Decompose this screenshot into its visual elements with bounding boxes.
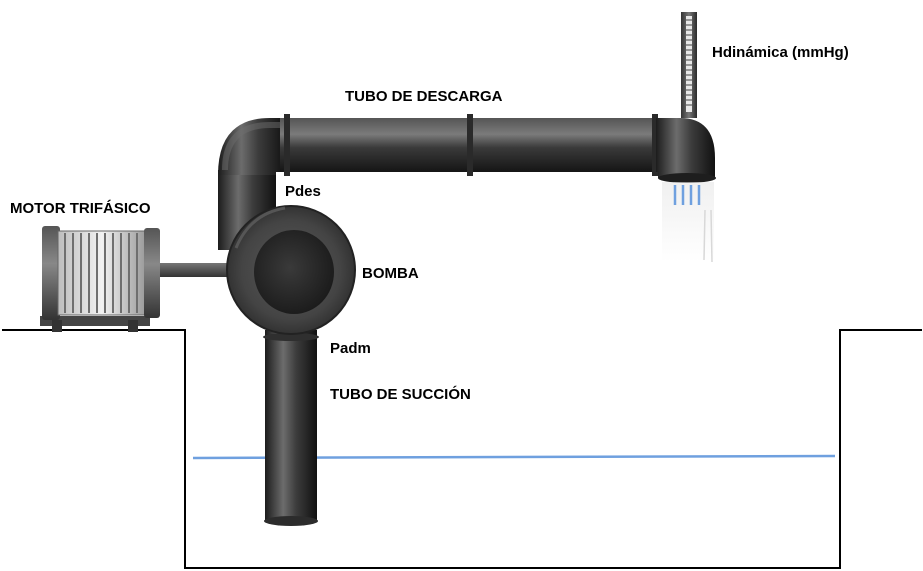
discharge-pipe bbox=[218, 114, 716, 183]
discharge-pressure-label: Pdes bbox=[285, 183, 321, 200]
motor-base bbox=[40, 316, 150, 332]
pump-icon bbox=[226, 205, 356, 335]
outlet-water-icon bbox=[662, 182, 714, 263]
motor-label: MOTOR TRIFÁSICO bbox=[10, 200, 151, 217]
manometer-icon bbox=[681, 12, 697, 118]
manometer-label: Hdinámica (mmHg) bbox=[712, 44, 849, 61]
pump-label: BOMBA bbox=[362, 265, 419, 282]
tank-outline bbox=[2, 329, 922, 569]
discharge-pipe-label: TUBO DE DESCARGA bbox=[345, 88, 503, 105]
suction-pipe-label: TUBO DE SUCCIÓN bbox=[330, 386, 471, 403]
suction-pipe bbox=[263, 330, 319, 526]
motor-shaft bbox=[160, 263, 236, 277]
suction-pressure-label: Padm bbox=[330, 340, 371, 357]
motor-icon bbox=[42, 226, 160, 320]
